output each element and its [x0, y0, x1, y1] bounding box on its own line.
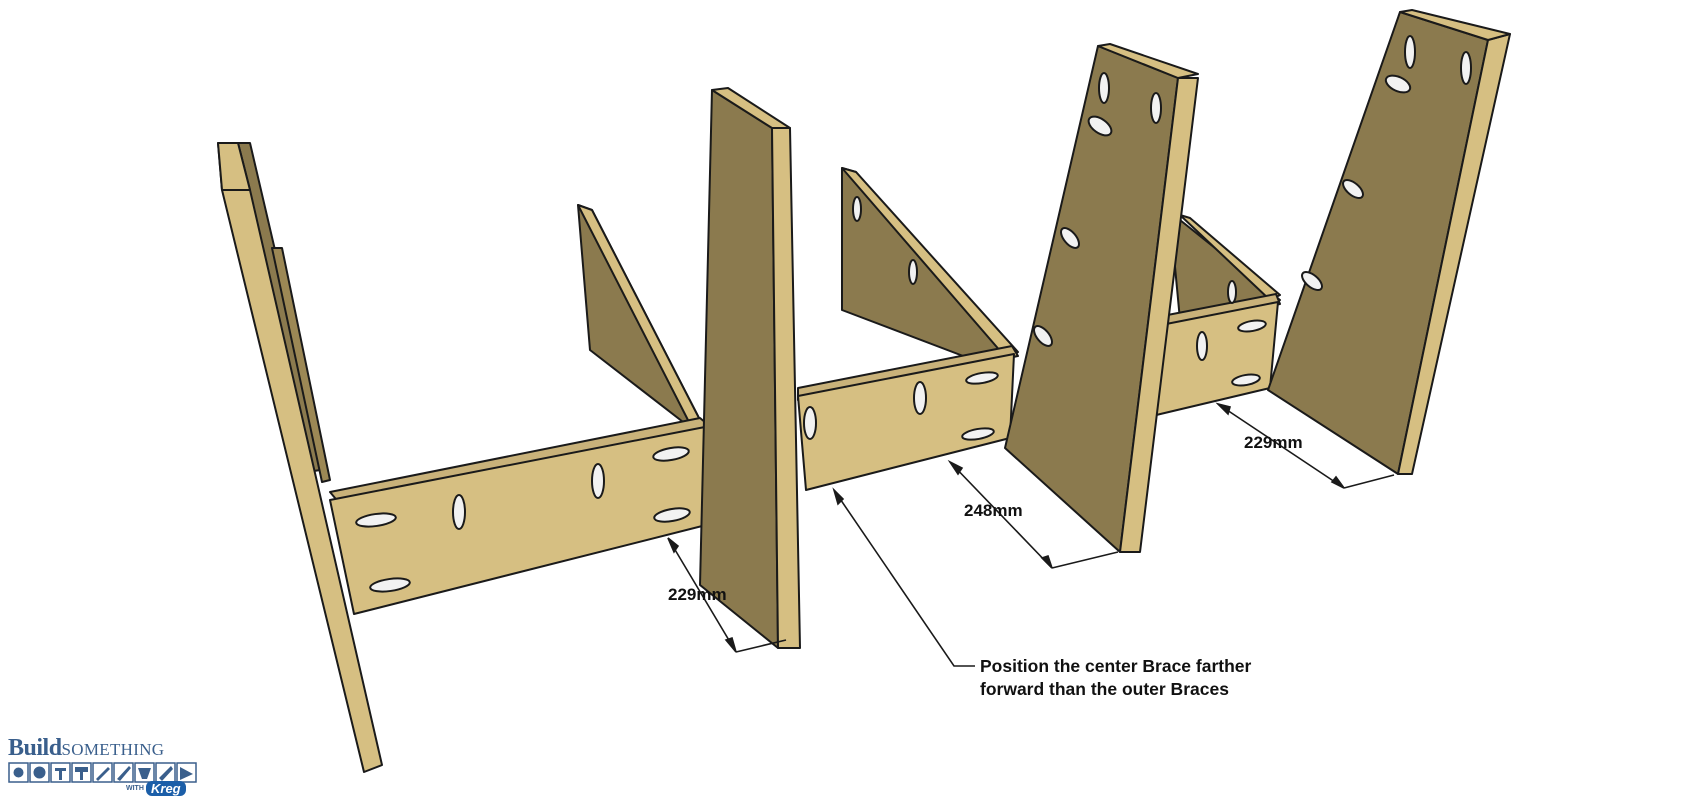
- note-line-2: forward than the outer Braces: [980, 679, 1229, 699]
- left-side-panel-top: [217, 142, 251, 191]
- logo-build-text: Build: [8, 735, 62, 761]
- middle-brace-edge: [841, 167, 1019, 361]
- dimension-label-center: 248mm: [964, 501, 1023, 520]
- middle-side-panel-top: [1097, 43, 1199, 79]
- left-side-panel: [217, 142, 383, 773]
- logo-something-text: SOMETHING: [61, 740, 165, 759]
- note-line-1: Position the center Brace farther: [980, 656, 1252, 676]
- pocket-holes: [355, 35, 1472, 593]
- right-side-panel-top: [1399, 9, 1511, 41]
- logo-tool-icons: [8, 762, 197, 783]
- dimension-label-left: 229mm: [668, 585, 727, 604]
- center-brace-top: [711, 87, 791, 129]
- dimension-lines: [667, 402, 1395, 667]
- dimension-label-right: 229mm: [1244, 433, 1303, 452]
- center-brace-edge: [771, 127, 801, 649]
- center-brace-face: [699, 89, 779, 649]
- kreg-logo: Kreg: [146, 781, 186, 796]
- left-side-panel-strip: [271, 247, 331, 483]
- right-inner-brace-edge: [1179, 214, 1281, 301]
- middle-side-panel-edge: [1119, 77, 1199, 553]
- logo-with-text: WITH: [126, 785, 144, 792]
- buildsomething-logo: BuildSOMETHING WITH Kreg: [8, 735, 198, 797]
